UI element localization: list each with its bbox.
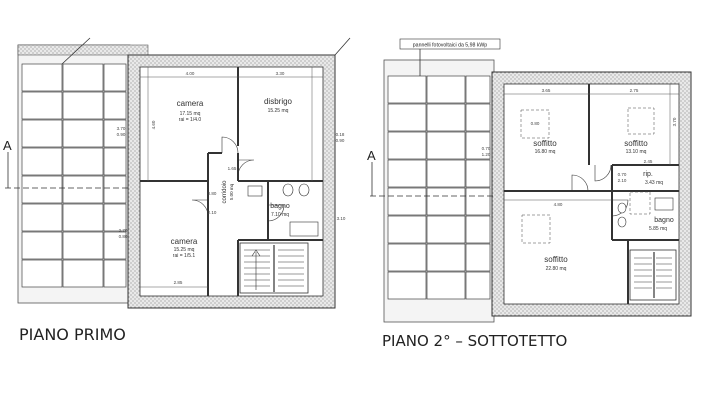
- room-name: corridoio: [222, 180, 228, 204]
- room-labels-first: camera 17.15 mq rai = 1/4.0 disbrigo 15.…: [171, 97, 293, 259]
- room-name: soffitto: [544, 255, 568, 264]
- roof-panels-first: [17, 37, 149, 304]
- dim-label: 2.10: [208, 210, 217, 215]
- dim-label: 2.70: [119, 228, 128, 233]
- dim-label: 3.10: [337, 216, 346, 221]
- dim-label: 3.30: [276, 71, 285, 76]
- dim-label: 0.70: [482, 146, 491, 151]
- plan-title: PIANO PRIMO: [19, 325, 126, 344]
- room-labels-second: soffitto 16.80 mq soffitto 13.10 mq rip.…: [533, 139, 674, 272]
- shower-icon: [654, 197, 674, 211]
- room-name: disbrigo: [264, 97, 293, 106]
- staircase-second: [629, 249, 677, 301]
- solar-note: pannelli fotovoltaici da 5,98 kWp: [413, 43, 488, 49]
- washbasin-icon: [247, 185, 263, 197]
- room-area: 22.80 mq: [546, 266, 567, 272]
- bathroom-fixtures-first: [247, 183, 319, 237]
- room-name: rip.: [643, 171, 653, 178]
- dim-label: 0.80: [531, 121, 540, 126]
- room-name: soffitto: [533, 139, 557, 148]
- room-area: 7.10 mq: [271, 212, 289, 218]
- room-name: camera: [171, 237, 198, 246]
- dim-label: 4.80: [554, 202, 563, 207]
- section-marker-first: A: [3, 138, 130, 189]
- bidet-icon: [298, 183, 310, 197]
- room-area: 15.25 mq: [268, 108, 289, 114]
- room-name: soffitto: [624, 139, 648, 148]
- plan-title: PIANO 2° – SOTTOTETTO: [382, 332, 567, 350]
- dim-label: 3.65: [542, 88, 551, 93]
- staircase-first: [239, 242, 309, 294]
- dim-text-second: 3.65 2.75 3.70 4.80 0.80 2.10 0.70 2.45 …: [482, 88, 677, 207]
- dim-label: 4.60: [151, 120, 156, 129]
- room-area: 5.85 mq: [649, 226, 667, 232]
- room-area: 13.10 mq: [626, 149, 647, 155]
- room-area: 15.25 mq: [174, 247, 195, 253]
- dim-label: 3.70: [117, 126, 126, 131]
- solar-note-box: [399, 38, 501, 50]
- roof-panels-second: pannelli fotovoltaici da 5,98 kWp: [383, 38, 501, 323]
- dim-text-first: 4.00 3.30 4.60 3.70 0.90 0.80 2.10 2.85 …: [117, 71, 346, 285]
- plan-first-floor: A camera 17.15 mq rai = 1/4.0 disbrigo 1…: [3, 37, 351, 344]
- dim-label: 0.70: [618, 172, 627, 177]
- bathroom-fixtures-second: [617, 197, 674, 228]
- room-name: bagno: [654, 217, 674, 224]
- leader-line: [61, 37, 91, 65]
- room-area: 16.80 mq: [535, 149, 556, 155]
- room-area: 5.00 mq: [229, 183, 234, 200]
- room-area: 3.43 mq: [645, 180, 663, 186]
- dim-label: 3.70: [672, 117, 677, 126]
- toilet-icon: [617, 202, 627, 214]
- section-letter: A: [367, 148, 376, 163]
- dim-label: 2.85: [174, 280, 183, 285]
- shower-icon: [289, 221, 319, 237]
- dim-label: 2.10: [618, 178, 627, 183]
- partitions-first: [140, 67, 323, 296]
- room-name: bagno: [270, 203, 290, 210]
- ceiling-outlines-second: [520, 107, 655, 244]
- dim-label: 0.90: [336, 138, 345, 143]
- room-name: camera: [177, 99, 204, 108]
- dim-label: 1.65: [228, 166, 237, 171]
- room-ratio: rai = 1/4.0: [179, 117, 202, 123]
- room-area: 17.15 mq: [180, 111, 201, 117]
- dim-label: 0.80: [119, 234, 128, 239]
- dim-label: 4.00: [186, 71, 195, 76]
- dim-label: 2.45: [644, 159, 653, 164]
- section-letter: A: [3, 138, 12, 153]
- toilet-icon: [282, 183, 294, 197]
- room-ratio: rai = 1/5.1: [173, 253, 196, 259]
- dim-label: 0.80: [208, 191, 217, 196]
- section-marker-second: A: [367, 148, 495, 197]
- partitions-second: [504, 84, 679, 304]
- plan-second-floor: pannelli fotovoltaici da 5,98 kWp: [367, 38, 692, 350]
- door-swings-first: [191, 136, 285, 222]
- bidet-icon: [617, 216, 627, 228]
- dim-label: 0.18: [336, 132, 345, 137]
- dim-label: 2.75: [630, 88, 639, 93]
- dim-lines-first: [140, 67, 323, 288]
- dim-lines-second: [504, 84, 679, 201]
- dim-label: 1.20: [482, 152, 491, 157]
- dim-label: 0.90: [117, 132, 126, 137]
